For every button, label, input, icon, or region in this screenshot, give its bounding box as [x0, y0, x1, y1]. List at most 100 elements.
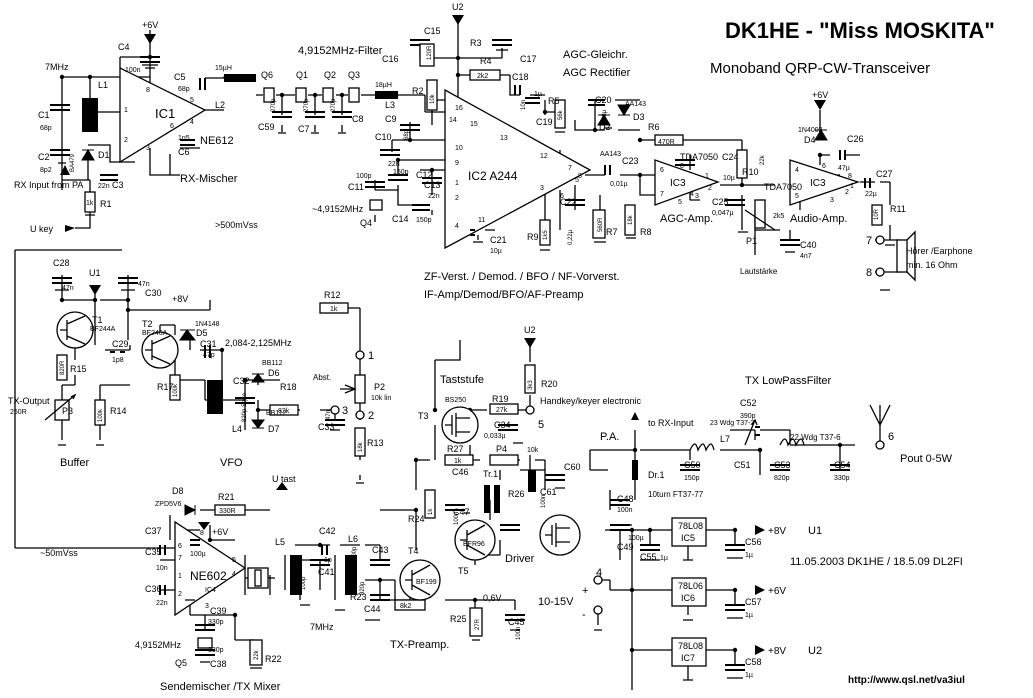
- c52-cap: [755, 426, 760, 436]
- c23-cap: [604, 165, 611, 175]
- label-components-c4: C4: [118, 42, 130, 52]
- label-u1-buffer: U1: [89, 268, 101, 278]
- c4-cap: [140, 56, 160, 63]
- label-components-c45v: 100n: [516, 627, 522, 640]
- label-url: http://www.qsl.net/va3iul: [848, 675, 965, 686]
- label-ic5-type: 78L08: [678, 521, 703, 531]
- label-components-r19: R19: [492, 394, 509, 404]
- label-ic-pins-ic2-12: 5: [575, 177, 579, 184]
- l5-inductor: [290, 555, 302, 595]
- c6-cap: [180, 139, 195, 146]
- label-components-r26v: 180R: [530, 475, 536, 490]
- label-ic-pins-ic3a-3: 4: [690, 191, 694, 198]
- d8-zener: [184, 504, 197, 516]
- label-ic7-type: 78L08: [678, 641, 703, 651]
- label-ic-pins-ic4-7: 3: [205, 603, 209, 610]
- label-ic-pins-ic3b-2: 6: [822, 163, 826, 170]
- label-components-r22v: 22k: [254, 649, 260, 660]
- label-earphone: Hörer /Earphone: [906, 246, 973, 256]
- label-ic3b-type: TDA7050: [764, 182, 802, 192]
- label-out-u1: U1: [808, 525, 822, 537]
- d5-diode: [179, 329, 197, 341]
- label-components-c35: C35: [145, 547, 162, 557]
- label-components-c26: C26: [847, 134, 864, 144]
- label-components-d5t: 1N4148: [195, 321, 220, 328]
- label-components-l2v: 15µH: [215, 65, 232, 72]
- label-out-8v-1: +8V: [768, 526, 786, 537]
- label-ic-pins-ic1-4: 1: [124, 107, 128, 114]
- label-dr1-note: 10turn FT37-77: [648, 490, 704, 499]
- label-components-c58: C58: [745, 657, 762, 667]
- label-components-c36: C36: [145, 584, 162, 594]
- pin-label-minus: -: [582, 609, 586, 621]
- label-components-c20v: 33µ: [602, 109, 608, 120]
- pin-label-7: 7: [866, 235, 872, 247]
- label-components-r10v: 22k: [760, 154, 766, 165]
- d3-diode: [617, 104, 631, 116]
- label-ic4: NE602: [190, 569, 227, 583]
- c55-cap: [640, 544, 660, 551]
- c34-cap: [498, 424, 518, 431]
- label-components-l6: L6: [348, 534, 358, 544]
- label-components-c3v: 22n: [98, 183, 110, 190]
- label-components-r13v: 18k: [358, 441, 364, 452]
- ic3a-symbol: [654, 159, 720, 206]
- label-components-c38: C38: [210, 659, 227, 669]
- label-components-c55: C55: [640, 552, 657, 562]
- c33-cap: [325, 419, 345, 426]
- label-buffer: Buffer: [60, 457, 89, 469]
- label-filter: 4,9152MHz-Filter: [298, 45, 383, 57]
- label-components-r12v: 1k: [330, 306, 338, 313]
- label-components-r5: R5: [548, 96, 560, 106]
- label-components-r7v: 560R: [598, 217, 604, 232]
- label-components-r20v: 3k3: [528, 380, 534, 390]
- label-ic-pins-ic4-6: 2: [178, 591, 182, 598]
- label-components-c13v: 22n: [428, 193, 440, 200]
- label-components-c33v: 47n: [326, 410, 332, 420]
- c35-cap: [159, 545, 166, 555]
- label-rx-input: RX Input from PA: [14, 180, 83, 190]
- label-components-r1v: 1k: [86, 200, 94, 207]
- label-components-c28: C28: [53, 258, 70, 268]
- d7-varicap: [251, 419, 265, 429]
- label-components-p2: P2: [374, 382, 385, 392]
- label-components-c40: C40: [800, 240, 817, 250]
- ic3b-symbol: [789, 159, 861, 206]
- pin-label-3: 3: [342, 405, 348, 417]
- label-components-d7: D7: [268, 424, 280, 434]
- label-pa: P.A.: [600, 431, 619, 443]
- label-components-r2: R2: [412, 86, 424, 96]
- label-components-c21v: 10µ: [490, 248, 502, 255]
- ukey-arrow: [65, 225, 75, 232]
- label-components-c13: C13: [424, 180, 441, 190]
- rx-input-arrow: [60, 165, 70, 175]
- pa-mosfet: [539, 514, 581, 556]
- label-components-r14v: 100k: [98, 408, 104, 422]
- label-components-c50: C50: [684, 460, 701, 470]
- label-components-r25v: 27R: [475, 618, 481, 630]
- dr1-inductor: [632, 460, 638, 480]
- label-ic-pins-ic2-0: 16: [455, 105, 463, 112]
- label-components-c48v: 100n: [617, 507, 633, 514]
- label-vfo-range: 2,084-2,125MHz: [225, 338, 292, 348]
- label-components-c33: C33: [318, 422, 335, 432]
- label-components-c42: C42: [319, 526, 336, 536]
- ic1-symbol: [119, 66, 207, 164]
- label-p6v-top: +6V: [142, 20, 158, 30]
- label-components-q6: Q6: [261, 70, 273, 80]
- label-components-dr1: Dr.1: [648, 470, 665, 480]
- label-components-c18: C18: [512, 72, 529, 82]
- label-out-8v-2: +8V: [768, 646, 786, 657]
- pin-label-5: 5: [538, 419, 544, 431]
- pin-label-4: 4: [596, 567, 602, 579]
- ic6-body: [671, 577, 707, 607]
- c2-cap: [50, 149, 70, 156]
- d2-diode: [597, 114, 611, 126]
- ic2-symbol: [444, 88, 592, 250]
- label-06v: 0,6V: [483, 593, 502, 603]
- label-components-r24v: 1k: [428, 508, 434, 515]
- tr1-core-left: [484, 485, 490, 513]
- label-components-c10v: 22n: [388, 161, 400, 168]
- c56-cap: [725, 544, 745, 551]
- q5-crystal: [197, 637, 213, 649]
